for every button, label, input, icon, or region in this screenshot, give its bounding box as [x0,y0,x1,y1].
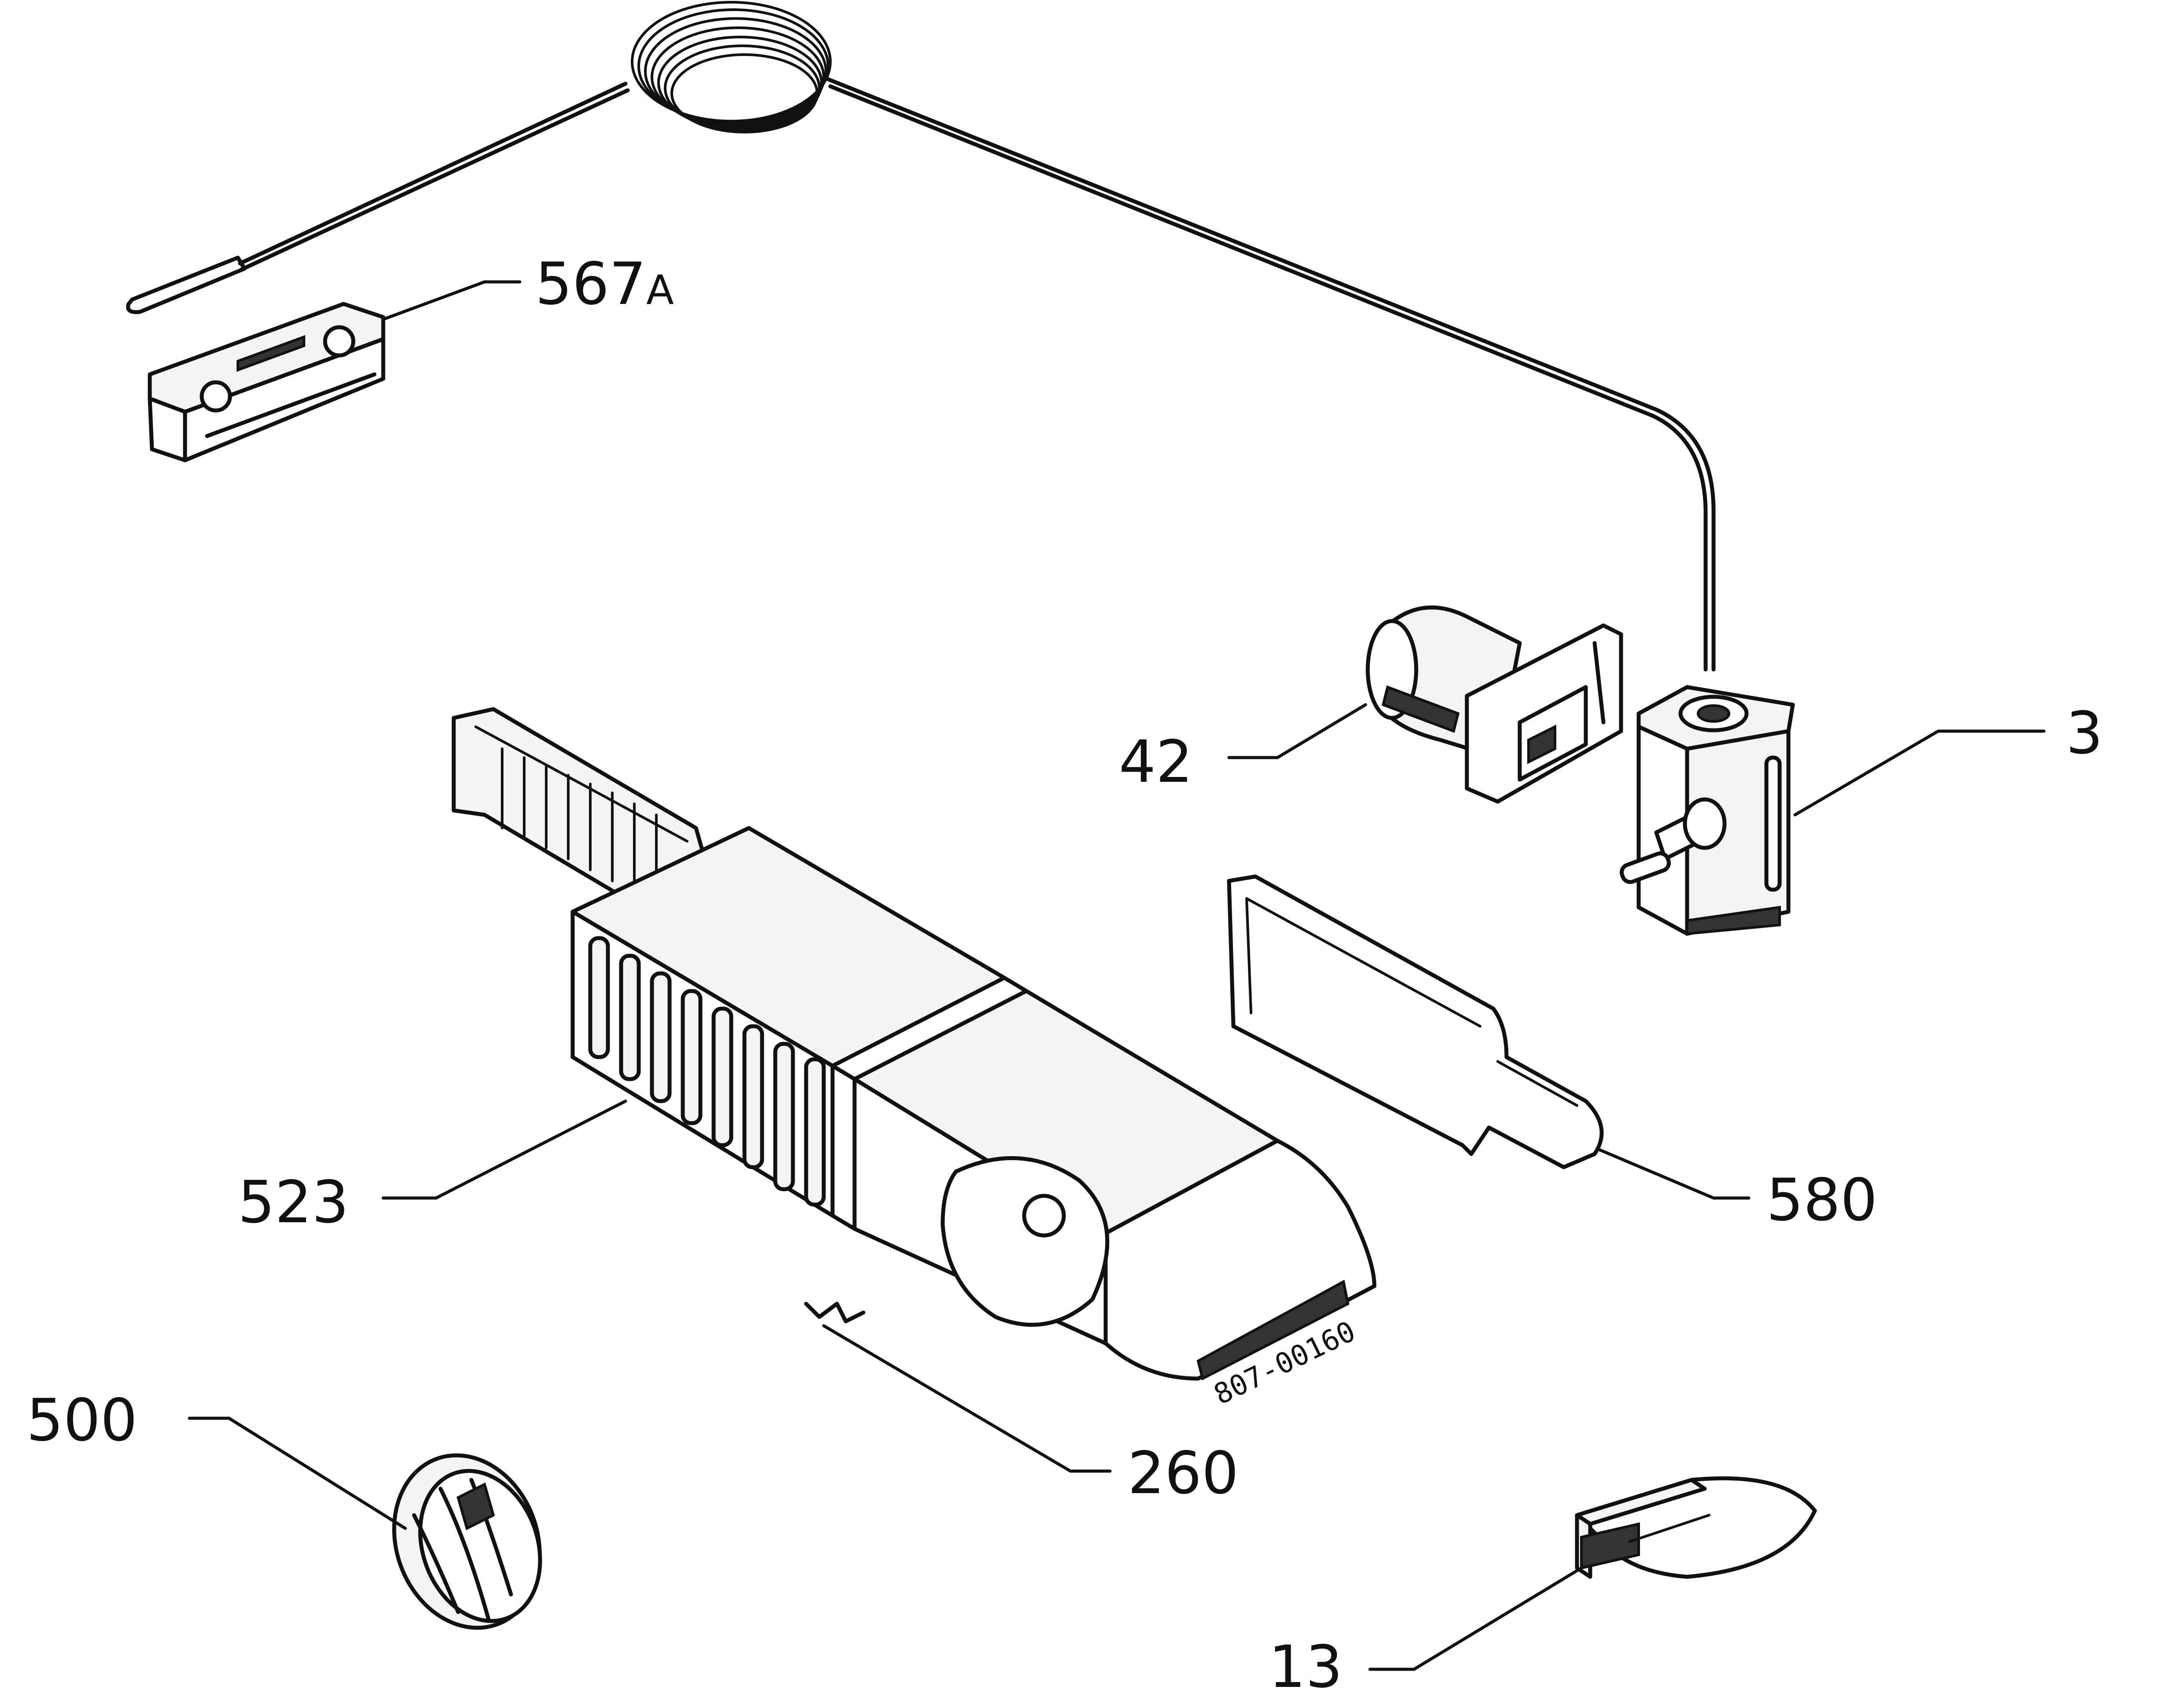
callout-500: 500 [26,1387,137,1454]
leader-523 [381,1099,627,1200]
part-260-clip [804,1302,866,1324]
leader-567a [381,280,522,321]
leader-42 [1227,703,1367,759]
part-523-housing: 807-00160 [452,707,1377,1411]
callout-523: 523 [238,1169,349,1236]
capillary-coil [631,1,832,133]
capillary-sensor-bulb [126,255,247,314]
callout-3: 3 [2066,699,2103,767]
part-580-cover [1227,874,1604,1169]
capillary-tube [126,1,1716,672]
callout-580: 580 [1766,1166,1877,1234]
leader-lines [188,280,2046,1671]
callout-260: 260 [1128,1439,1239,1507]
callout-labels: 567A 3 42 523 580 500 260 13 [26,250,2103,1690]
leader-3 [1793,729,2046,817]
leader-500 [188,1416,407,1530]
callout-13: 13 [1269,1633,1343,1690]
leader-580 [1597,1148,1751,1200]
callout-567a: 567A [535,250,674,318]
leader-13 [1368,1566,1583,1671]
part-3-thermostat [1620,685,1795,936]
leader-260 [822,1324,1112,1473]
callout-42: 42 [1119,728,1193,796]
part-500-knob [392,1453,542,1630]
housing-front-fins [588,936,826,1207]
part-42-lamp-holder [1366,605,1623,804]
part-13-switch [1575,1476,1817,1579]
part-567a-clip [148,302,385,462]
